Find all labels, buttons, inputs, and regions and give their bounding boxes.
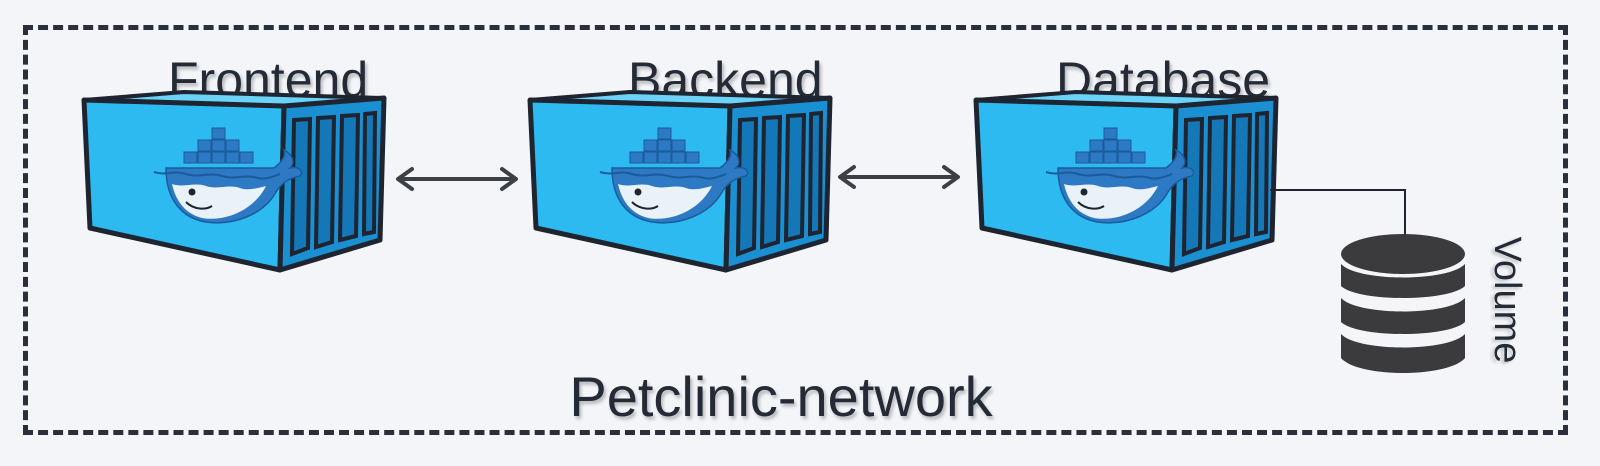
backend-database-arrow: [838, 165, 960, 189]
backend-container: Backend: [530, 52, 840, 272]
network-boundary: [23, 25, 1568, 435]
database-container: Database: [976, 52, 1286, 272]
docker-whale-icon: [530, 92, 830, 272]
database-volume-connector: [1270, 189, 1406, 236]
frontend-container: Frontend: [84, 52, 394, 272]
database-cylinder-icon: [1341, 234, 1465, 373]
frontend-backend-arrow: [396, 167, 518, 191]
network-label-text: Petclinic-network: [569, 365, 993, 428]
volume-label: Volume: [1486, 236, 1528, 364]
network-label: Petclinic-network: [0, 364, 1600, 430]
docker-whale-icon: [84, 92, 384, 272]
docker-whale-icon: [976, 92, 1276, 272]
